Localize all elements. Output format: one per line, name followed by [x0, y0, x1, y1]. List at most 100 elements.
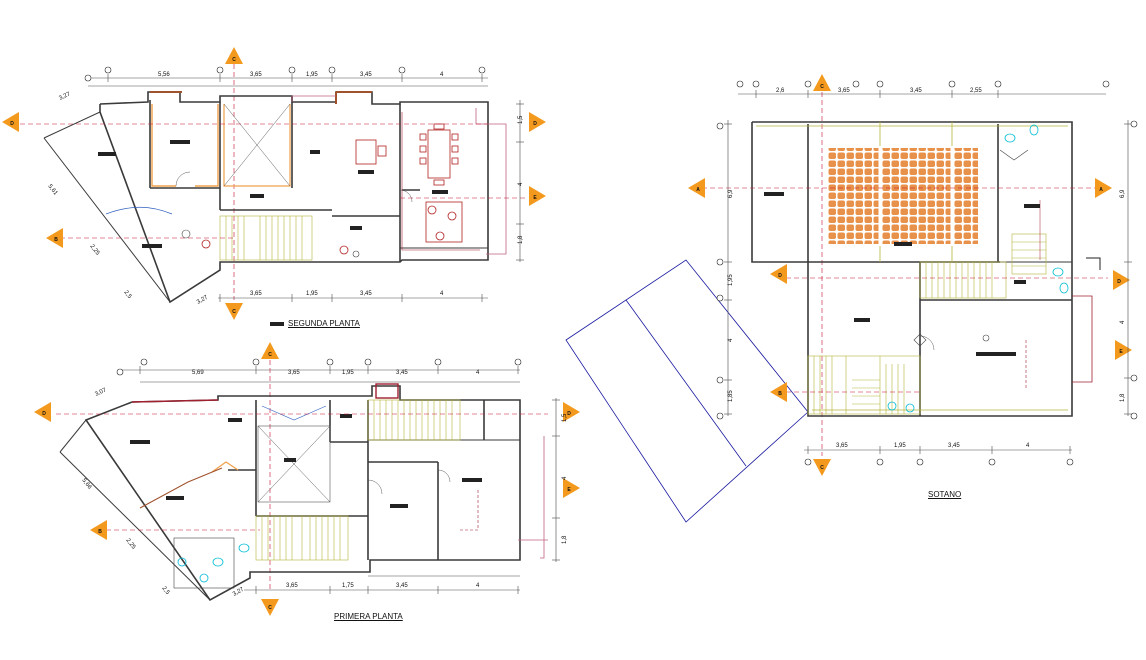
basement-top-dim-2: 3,65	[838, 88, 850, 94]
second-floor-furniture	[201, 123, 463, 255]
basement-top-dim-1: 2,6	[776, 88, 785, 94]
second-bottom-dim-1: 3,65	[250, 291, 262, 297]
first-diag-dim-5: 3,27	[232, 586, 246, 597]
second-top-dim-1: 5,56	[158, 72, 170, 78]
first-floor-plan: 5,69 3,65 1,95 3,45 4 C	[34, 342, 580, 616]
basement-top-dim-3: 3,45	[910, 88, 922, 94]
first-floor-stairs-lower	[255, 515, 349, 561]
axis-marker-d-first-right	[563, 402, 580, 422]
second-bottom-dim-2: 1,95	[306, 291, 318, 297]
axis-label-c-first-bottom: C	[268, 605, 272, 611]
basement-plan: 2,6 3,65 3,45 2,55 C	[565, 74, 1138, 523]
first-floor-bathroom-fixtures	[177, 543, 250, 583]
axis-label-d-first-left: D	[42, 411, 46, 417]
axis-marker-e-right	[529, 186, 546, 206]
second-diag-dim-4: 2,5	[122, 290, 132, 301]
first-top-dim-5: 4	[476, 370, 480, 376]
first-bottom-dim-4: 4	[476, 583, 480, 589]
second-floor-walls	[43, 91, 489, 304]
first-bottom-dim-3: 3,45	[396, 583, 408, 589]
basement-title: SOTANO	[928, 490, 962, 499]
basement-left-dim-4: 1,85	[728, 390, 734, 402]
basement-right-dim-3: 1,8	[1120, 393, 1126, 402]
second-side-dim-1: 1,5	[518, 115, 524, 124]
basement-bottom-dim-1: 3,65	[836, 443, 848, 449]
axis-label-c-top: C	[232, 57, 236, 63]
axis-marker-a-basement-left	[688, 178, 705, 198]
basement-bottom-dim-4: 4	[1026, 443, 1030, 449]
axis-marker-e-basement-right	[1115, 340, 1132, 360]
second-floor-top-dimensions	[88, 74, 488, 87]
first-diag-dim-1: 3,07	[94, 387, 108, 398]
basement-left-dim-3: 4	[728, 338, 734, 342]
axis-marker-c-bottom	[225, 303, 243, 320]
first-top-dim-3: 1,95	[342, 370, 354, 376]
first-top-dim-2: 3,65	[288, 370, 300, 376]
axis-label-d-left: D	[10, 121, 14, 127]
second-top-dim-4: 3,45	[360, 72, 372, 78]
axis-label-e-right: E	[533, 195, 537, 201]
first-top-dim-4: 3,45	[396, 370, 408, 376]
first-diag-dim-2: 5,66	[80, 478, 92, 491]
axis-label-c-first-top: C	[268, 352, 272, 358]
first-side-dim-2: 4	[562, 476, 568, 480]
basement-bottom-dim-3: 3,45	[948, 443, 960, 449]
second-diag-dim-1: 3,27	[58, 91, 72, 102]
second-floor-top-axis-bubbles	[84, 66, 486, 82]
axis-label-a-basement-right: A	[1099, 187, 1103, 193]
axis-label-b-first-left: B	[98, 529, 102, 535]
basement-stairs-lower	[807, 355, 921, 415]
second-side-dim-3: 1,8	[518, 235, 524, 244]
axis-label-b-basement-left: B	[778, 391, 782, 397]
axis-marker-d-basement-left	[770, 264, 787, 284]
axis-label-d-basement-left: D	[778, 273, 782, 279]
axis-marker-c-first-top	[261, 342, 279, 359]
auditorium-seating	[828, 148, 978, 244]
basement-stairs-upper	[919, 261, 1007, 299]
first-side-dim-3: 1,8	[562, 535, 568, 544]
first-floor-title: PRIMERA PLANTA	[334, 612, 403, 621]
axis-marker-b-first-left	[90, 520, 107, 540]
axis-marker-d-right	[529, 112, 546, 132]
second-diag-dim-2: 5,61	[46, 184, 58, 197]
axis-label-c-bottom: C	[232, 309, 236, 315]
axis-label-d-basement-right: D	[1117, 279, 1121, 285]
second-bottom-dim-4: 4	[440, 291, 444, 297]
axis-label-d-first-right: D	[567, 411, 571, 417]
first-top-dim-1: 5,69	[192, 370, 204, 376]
first-diag-dim-4: 2,5	[160, 586, 170, 597]
axis-label-c-basement-bottom: C	[820, 465, 824, 471]
basement-bottom-dim-2: 1,95	[894, 443, 906, 449]
second-side-dim-2: 4	[518, 182, 524, 186]
first-bottom-dim-1: 3,65	[286, 583, 298, 589]
second-top-dim-2: 3,65	[250, 72, 262, 78]
second-bottom-dim-3: 3,45	[360, 291, 372, 297]
second-floor-plan: 5,56 3,65 1,95 3,45 4 C	[2, 47, 546, 326]
axis-label-e-first-right: E	[567, 487, 571, 493]
axis-marker-c-top	[225, 47, 243, 64]
second-floor-title: SEGUNDA PLANTA	[288, 319, 360, 328]
axis-marker-c-basement-bottom	[813, 459, 831, 476]
axis-marker-b-basement-left	[770, 382, 787, 402]
second-floor-stairs	[219, 215, 313, 261]
basement-top-dim-4: 2,55	[970, 88, 982, 94]
basement-bathroom-fixtures	[887, 124, 1069, 413]
axis-marker-c-first-bottom	[261, 599, 279, 616]
first-diag-dim-3: 2,25	[124, 538, 136, 551]
axis-marker-c-basement-top	[813, 74, 831, 91]
first-side-dim-1: 1,5	[562, 413, 568, 422]
second-top-dim-5: 4	[440, 72, 444, 78]
axis-label-b-left: B	[54, 237, 58, 243]
basement-right-dim-1: 6,9	[1120, 189, 1126, 198]
basement-right-dim-2: 4	[1120, 320, 1126, 324]
basement-left-dim-2: 1,95	[728, 274, 734, 286]
first-floor-stairs-upper	[367, 399, 461, 441]
axis-label-d-right: D	[533, 121, 537, 127]
second-diag-dim-5: 3,27	[196, 294, 210, 305]
axis-marker-a-basement-right	[1095, 178, 1112, 198]
axis-label-a-basement-left: A	[696, 187, 700, 193]
first-bottom-dim-2: 1,75	[342, 583, 354, 589]
second-top-dim-3: 1,95	[306, 72, 318, 78]
basement-left-dim-1: 6,9	[728, 189, 734, 198]
